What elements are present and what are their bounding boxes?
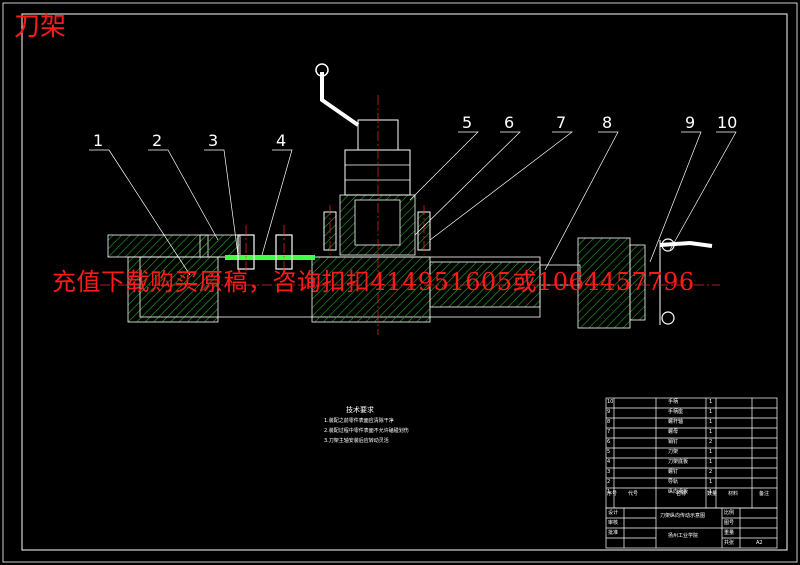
callout-1: 1 (93, 131, 104, 150)
title-block-size: A2 (756, 540, 763, 546)
parts-row-name: 纵向滑板 (668, 489, 689, 495)
parts-header-material: 材料 (728, 491, 739, 497)
parts-row-name: 手柄座 (668, 409, 684, 415)
parts-row-no: 6 (607, 439, 611, 445)
title-block-design: 设计 (608, 510, 619, 516)
callout-10: 10 (717, 113, 738, 132)
parts-row-no: 4 (607, 459, 611, 465)
parts-header-name: 名称 (676, 491, 687, 497)
parts-header-remark: 备注 (759, 491, 770, 497)
parts-row-name: 销钉 (668, 439, 679, 445)
title-block-review: 审核 (608, 520, 619, 526)
tech-requirement-line: 1.装配之前零件表面应清除干净 (324, 418, 394, 424)
parts-row-no: 7 (607, 429, 611, 435)
title-block-sheets: 共张 (724, 540, 735, 546)
parts-row-name: 导轨 (668, 479, 679, 485)
parts-row-no: 2 (607, 479, 611, 485)
parts-header-no: 序号 (607, 491, 618, 497)
main-assembly (107, 63, 713, 329)
callout-3: 3 (208, 131, 219, 150)
drawing-title: 刀架 (14, 12, 67, 42)
parts-row-qty: 1 (709, 419, 713, 425)
callout-5: 5 (462, 113, 473, 132)
leader-lines (89, 131, 737, 276)
parts-header-qty: 数量 (707, 491, 718, 497)
parts-row-no: 3 (607, 469, 611, 475)
parts-row-name: 刀架 (668, 449, 679, 455)
parts-row-no: 8 (607, 419, 611, 425)
title-block-weight: 重量 (724, 530, 735, 536)
parts-row-qty: 1 (709, 429, 713, 435)
title-block-number: 图号 (724, 520, 735, 526)
title-block-drawing-name: 刀架纵向传动示意图 (660, 513, 706, 519)
callout-2: 2 (152, 131, 163, 150)
parts-row-qty: 1 (709, 409, 713, 415)
title-block-scale: 比例 (724, 510, 735, 516)
parts-row-qty: 2 (709, 469, 713, 475)
parts-row-qty: 1 (709, 479, 713, 485)
title-block-school: 扬州工业学院 (668, 533, 699, 539)
parts-row-name: 刀架底板 (668, 459, 689, 465)
parts-row-no: 5 (607, 449, 611, 455)
parts-row-qty: 1 (709, 449, 713, 455)
parts-header-code: 代号 (628, 491, 639, 497)
watermark-text: 充值下载购买原稿，咨询扣扣414951605或1064457796 (52, 268, 695, 296)
parts-row-qty: 1 (709, 489, 713, 495)
callout-7: 7 (556, 113, 567, 132)
parts-row-no: 1 (607, 489, 611, 495)
callout-4: 4 (276, 131, 287, 150)
parts-row-name: 手柄 (668, 399, 679, 405)
center-lines (100, 95, 720, 335)
parts-row-qty: 1 (709, 399, 713, 405)
callout-8: 8 (602, 113, 613, 132)
parts-row-no: 9 (607, 409, 611, 415)
tech-requirement-line: 2.装配过程中零件表面不允许磕碰划伤 (324, 428, 409, 434)
parts-row-qty: 2 (709, 439, 713, 445)
parts-list-table (605, 397, 778, 549)
inner-frame (21, 13, 788, 551)
parts-row-name: 螺母 (668, 429, 679, 435)
callout-9: 9 (685, 113, 696, 132)
tech-requirements-title: 技术要求 (346, 406, 374, 414)
title-block-approve: 批准 (608, 530, 619, 536)
parts-row-qty: 1 (709, 459, 713, 465)
tech-requirement-line: 3.刀架主轴安装后应转动灵活 (324, 438, 389, 444)
parts-row-no: 10 (607, 399, 614, 405)
parts-row-name: 螺杆轴 (668, 419, 684, 425)
parts-row-name: 螺钉 (668, 469, 679, 475)
callout-6: 6 (504, 113, 515, 132)
